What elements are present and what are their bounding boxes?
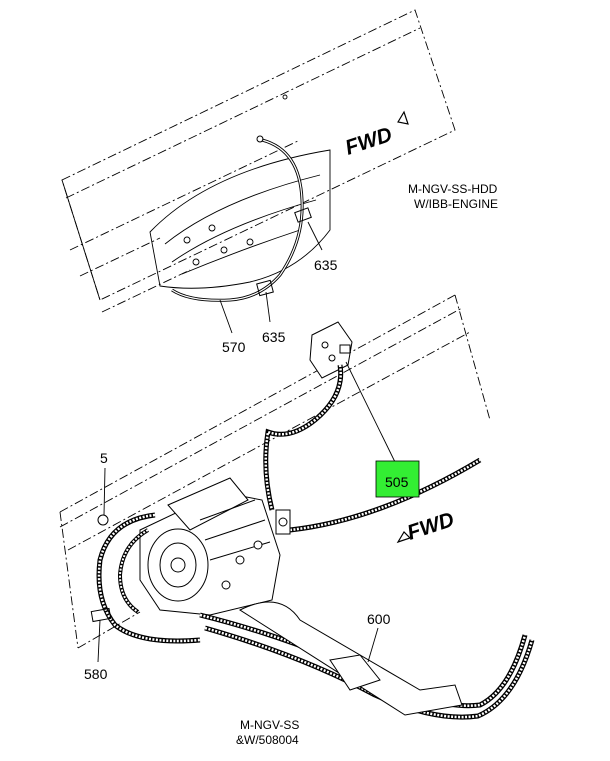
callout-600[interactable]: 600 [367,611,391,627]
caption-lower-line2: &W/508004 [236,733,299,747]
fwd-arrow-icon-upper [397,110,409,125]
starter-motor [139,477,291,616]
left-harness [90,467,201,663]
fwd-label-lower: FWD [404,508,457,545]
callout-505[interactable]: 505 [385,474,409,490]
terminal-block [309,321,353,379]
callout-570[interactable]: 570 [222,339,246,355]
upper-panel [61,9,456,313]
upper-leaders [219,221,323,334]
callout-635-bottom[interactable]: 635 [262,329,286,345]
callout-5[interactable]: 5 [100,450,108,466]
fwd-arrow-upper: FWD [342,110,409,160]
starter-cable-505 [263,361,482,533]
lower-harness-600 [199,601,535,720]
fwd-arrow-lower: FWD [396,508,457,545]
callout-505-highlight[interactable] [375,460,420,498]
caption-lower-line1: M-NGV-SS [240,718,299,732]
fwd-arrow-icon-lower [396,531,412,544]
upper-cable-570 [171,135,312,302]
caption-upper-line1: M-NGV-SS-HDD [408,182,498,196]
callout-580[interactable]: 580 [84,666,108,682]
caption-upper-line2: W/IBB-ENGINE [414,197,498,211]
callout-635-top[interactable]: 635 [314,257,338,273]
fwd-label-upper: FWD [342,123,395,160]
